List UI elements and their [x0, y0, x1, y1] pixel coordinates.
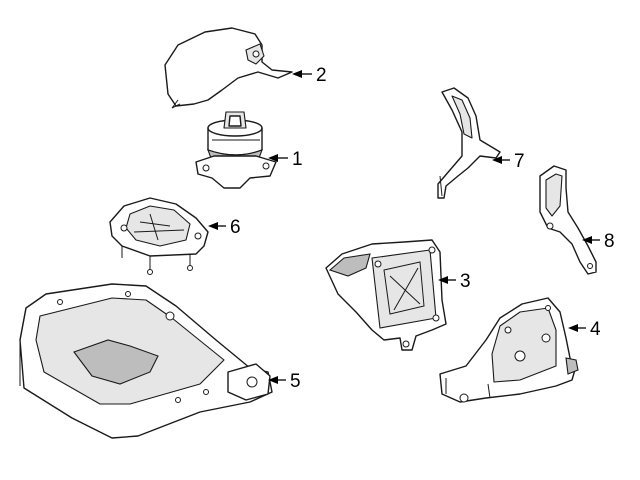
part-7-bracket — [437, 87, 501, 199]
part-4-engine-bracket — [439, 297, 579, 403]
callout-8: 8 — [604, 231, 615, 252]
part-6-transmission-mount — [109, 197, 209, 275]
part-8-bracket — [539, 165, 597, 275]
callout-6: 6 — [230, 217, 241, 238]
callout-7: 7 — [514, 151, 525, 172]
callout-5: 5 — [290, 371, 301, 392]
part-1-engine-mount — [195, 111, 277, 189]
callout-2: 2 — [316, 65, 327, 86]
callout-leaders — [208, 70, 600, 384]
part-3-support-bracket — [325, 239, 447, 351]
callout-3: 3 — [460, 271, 471, 292]
part-2-heat-shield — [164, 27, 293, 109]
part-5-crossmember — [19, 283, 273, 439]
callout-4: 4 — [590, 319, 601, 340]
callout-1: 1 — [292, 149, 303, 170]
